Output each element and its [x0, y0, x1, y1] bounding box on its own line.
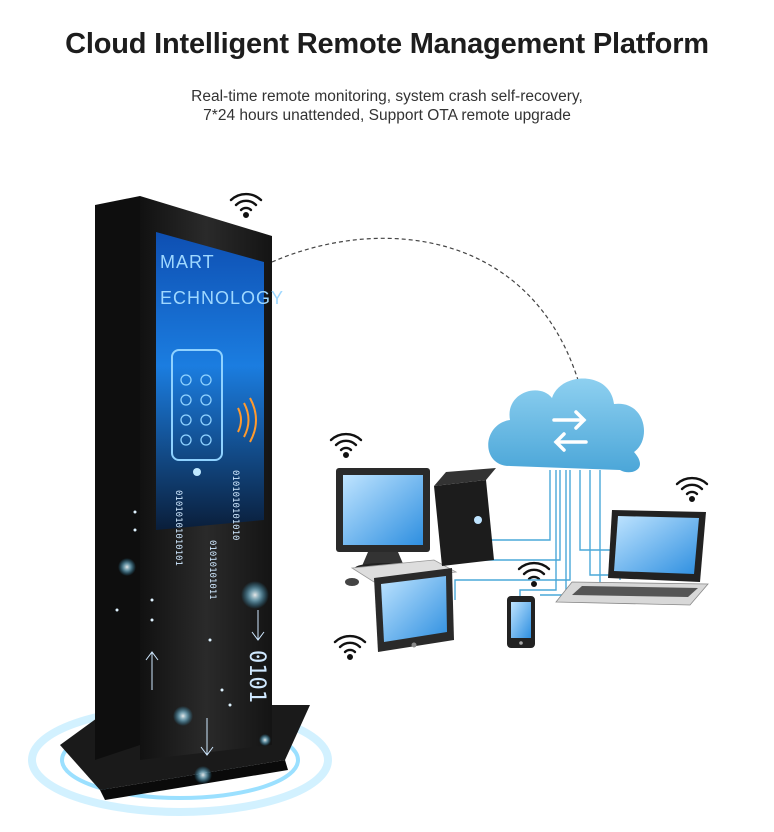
phone-icon: [507, 596, 535, 648]
binary-stream-b: 0101010101010: [230, 470, 240, 540]
keyboard-icon: [350, 559, 458, 583]
wifi-icon: [329, 432, 363, 458]
page-title: Cloud Intelligent Remote Management Plat…: [65, 28, 709, 60]
screen-line-1: MART: [160, 252, 215, 272]
mouse-icon: [345, 578, 359, 586]
wifi-icon: [333, 634, 367, 660]
wifi-icon: [229, 192, 263, 218]
phone-outline-icon: [171, 349, 223, 461]
tablet-icon: [374, 568, 454, 652]
subtitle-line-2: 7*24 hours unattended, Support OTA remot…: [203, 107, 571, 124]
kiosk-totem: MART ECHNOLOGY 01010101010101 0101010101…: [60, 196, 310, 800]
server-tower-icon: [434, 468, 496, 566]
cloud-icon: [488, 378, 645, 473]
nfc-icon: [237, 397, 257, 443]
wifi-icon: [517, 561, 551, 587]
binary-stream-d: 0101: [244, 650, 269, 703]
binary-stream-c: 01010101011: [207, 540, 217, 600]
laptop-icon: [555, 510, 709, 606]
wifi-icon: [675, 476, 709, 502]
dashed-connection-arc: [271, 237, 579, 381]
monitor-icon: [336, 468, 430, 573]
kiosk-screen: [156, 232, 264, 530]
binary-stream-a: 01010101010101: [173, 490, 183, 566]
subtitle-line-1: Real-time remote monitoring, system cras…: [191, 88, 583, 105]
sync-arrows-icon: [552, 410, 588, 452]
screen-line-2: ECHNOLOGY: [160, 288, 284, 308]
